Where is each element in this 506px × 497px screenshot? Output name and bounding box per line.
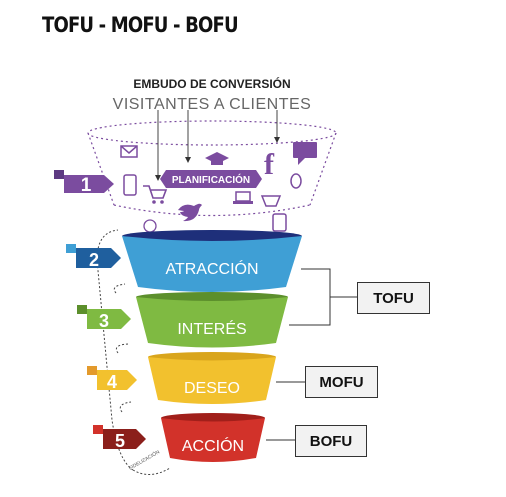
connector-lines: [266, 268, 357, 441]
laptop-icon: [233, 191, 253, 204]
planning-banner: PLANIFICACIÓN: [160, 170, 262, 188]
stage-2-tag: 2: [66, 244, 121, 270]
smartphone-icon: [123, 174, 137, 196]
stage-deseo: DESEO: [148, 352, 276, 404]
stage-5-label: ACCIÓN: [182, 436, 244, 455]
stage-1-tag: 1: [54, 170, 114, 196]
graduation-cap-icon: [205, 152, 229, 165]
funnel-subheader: VISITANTES A CLIENTES: [113, 96, 312, 113]
page-title: TOFU - MOFU - BOFU: [42, 13, 239, 37]
mouse-icon: [290, 173, 302, 189]
stage-accion: ACCIÓN: [161, 413, 265, 462]
svg-text:f: f: [264, 148, 275, 181]
stage-2-number: 2: [89, 250, 99, 270]
planning-label: PLANIFICACIÓN: [172, 173, 250, 186]
stage-interes: INTERÉS: [136, 292, 288, 348]
funnel-header: EMBUDO DE CONVERSIÓN: [133, 76, 290, 91]
pointer-lines: [155, 110, 280, 181]
envelope-icon: [120, 145, 138, 158]
dotted-funnel: [87, 120, 337, 217]
globe-icon: [143, 219, 157, 233]
bofu-box: BOFU: [295, 425, 367, 457]
stage-3-label: INTERÉS: [177, 319, 246, 338]
twitter-icon: [178, 203, 202, 222]
stage-atraccion: ATRACCIÓN: [122, 230, 302, 292]
basket-icon: [260, 195, 282, 207]
stage-3-number: 3: [99, 311, 109, 331]
cart-icon: [143, 185, 168, 204]
tablet-icon: [272, 213, 287, 232]
chat-bubble-icon: [293, 142, 317, 165]
stage-3-tag: 3: [77, 305, 131, 331]
mofu-box: MOFU: [305, 366, 378, 398]
stage-4-number: 4: [107, 372, 117, 392]
feedback-dotted-line: [96, 229, 171, 475]
stage-2-label: ATRACCIÓN: [165, 259, 258, 278]
stage-5-number: 5: [115, 431, 125, 451]
stage-5-tag: 5: [93, 425, 146, 451]
loyalty-label: FIDELIZACIÓN: [128, 448, 162, 471]
tofu-box: TOFU: [357, 282, 430, 314]
stage-4-tag: 4: [87, 366, 137, 392]
stage-4-label: DESEO: [184, 380, 240, 397]
stage-1-number: 1: [81, 175, 92, 196]
facebook-icon: f: [264, 148, 275, 181]
